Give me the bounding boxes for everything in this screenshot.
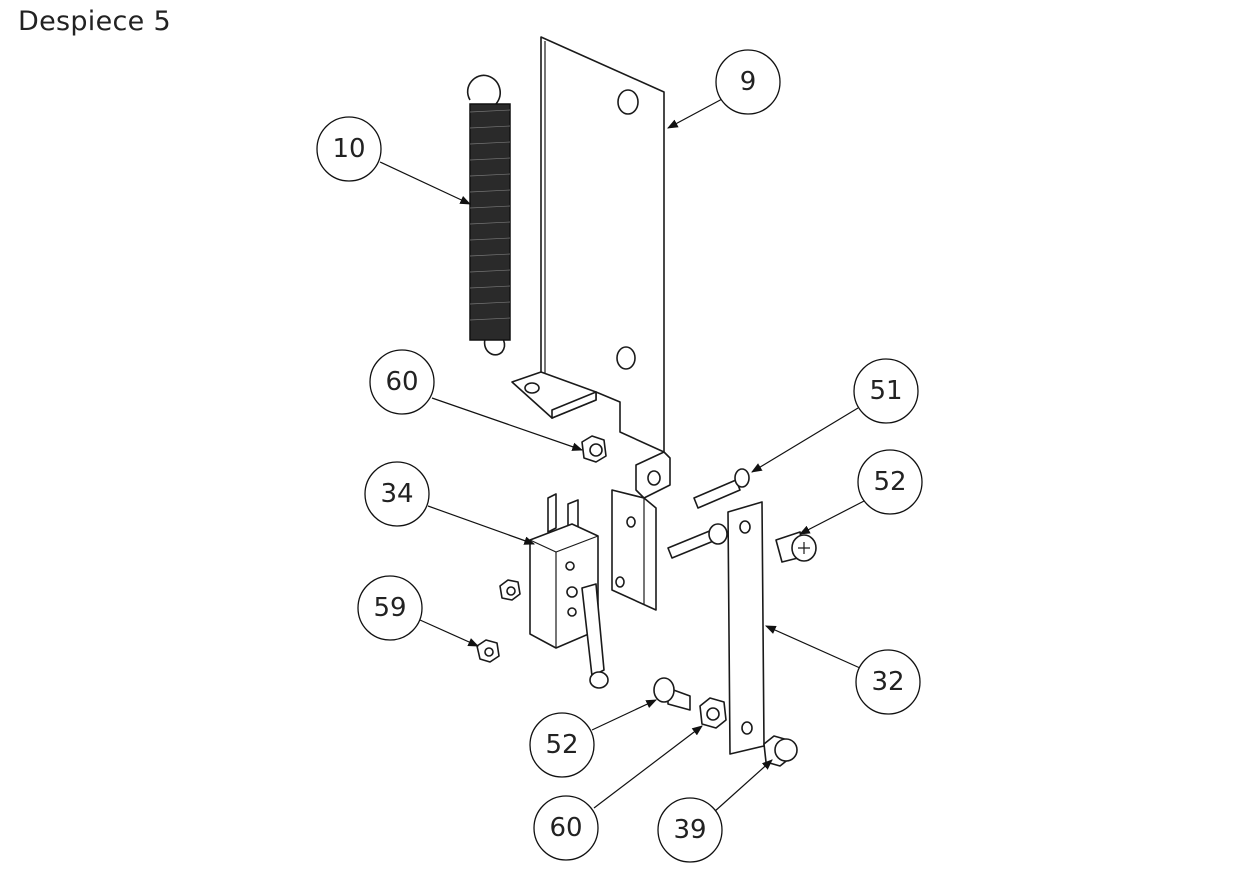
- balloon-59: 59: [357, 575, 423, 641]
- balloon-label: 51: [869, 376, 902, 406]
- page-title: Despiece 5: [18, 6, 171, 37]
- balloon-34: 34: [364, 461, 430, 527]
- small-nut-part: [499, 579, 521, 601]
- screw-part: [667, 468, 750, 559]
- nut-part: [476, 639, 500, 663]
- leader-lines: [379, 97, 867, 813]
- balloon-52-right: 52: [857, 449, 923, 515]
- balloon-label: 10: [332, 134, 365, 164]
- balloon-label: 34: [380, 479, 413, 509]
- balloon-label: 60: [549, 813, 582, 843]
- balloon-label: 9: [740, 67, 757, 97]
- balloon-32: 32: [855, 649, 921, 715]
- cap-nut-part: [763, 735, 798, 767]
- balloon-39: 39: [657, 797, 723, 863]
- spring-part: [466, 74, 511, 356]
- leader-32: [765, 625, 861, 669]
- microswitch-part: [529, 493, 609, 689]
- pan-screw-part: [775, 531, 817, 563]
- balloon-51: 51: [853, 358, 919, 424]
- leader-9: [667, 97, 725, 129]
- leader-52-right: [799, 499, 867, 535]
- leader-59: [419, 619, 479, 647]
- balloon-60-lower: 60: [533, 795, 599, 861]
- leader-52-lower: [591, 699, 657, 731]
- balloon-label: 32: [871, 667, 904, 697]
- balloon-10: 10: [316, 116, 382, 182]
- balloon-label: 60: [385, 367, 418, 397]
- balloon-9: 9: [715, 49, 781, 115]
- strap-part: [727, 501, 765, 755]
- leader-60-lower: [593, 725, 703, 809]
- leader-60-upper: [431, 397, 584, 451]
- leader-39: [713, 759, 773, 813]
- hex-nut-part: [581, 435, 607, 463]
- leader-10: [379, 161, 471, 205]
- balloon-60-upper: 60: [369, 349, 435, 415]
- leader-34: [427, 505, 536, 545]
- bracket-plate-part: [511, 36, 671, 611]
- balloon-label: 52: [545, 730, 578, 760]
- leader-51: [751, 407, 859, 473]
- balloon-52-lower: 52: [529, 712, 595, 778]
- balloon-label: 39: [673, 815, 706, 845]
- bolt-part: [653, 677, 691, 711]
- balloon-label: 52: [873, 467, 906, 497]
- lower-nut-part: [699, 697, 727, 729]
- balloon-label: 59: [373, 593, 406, 623]
